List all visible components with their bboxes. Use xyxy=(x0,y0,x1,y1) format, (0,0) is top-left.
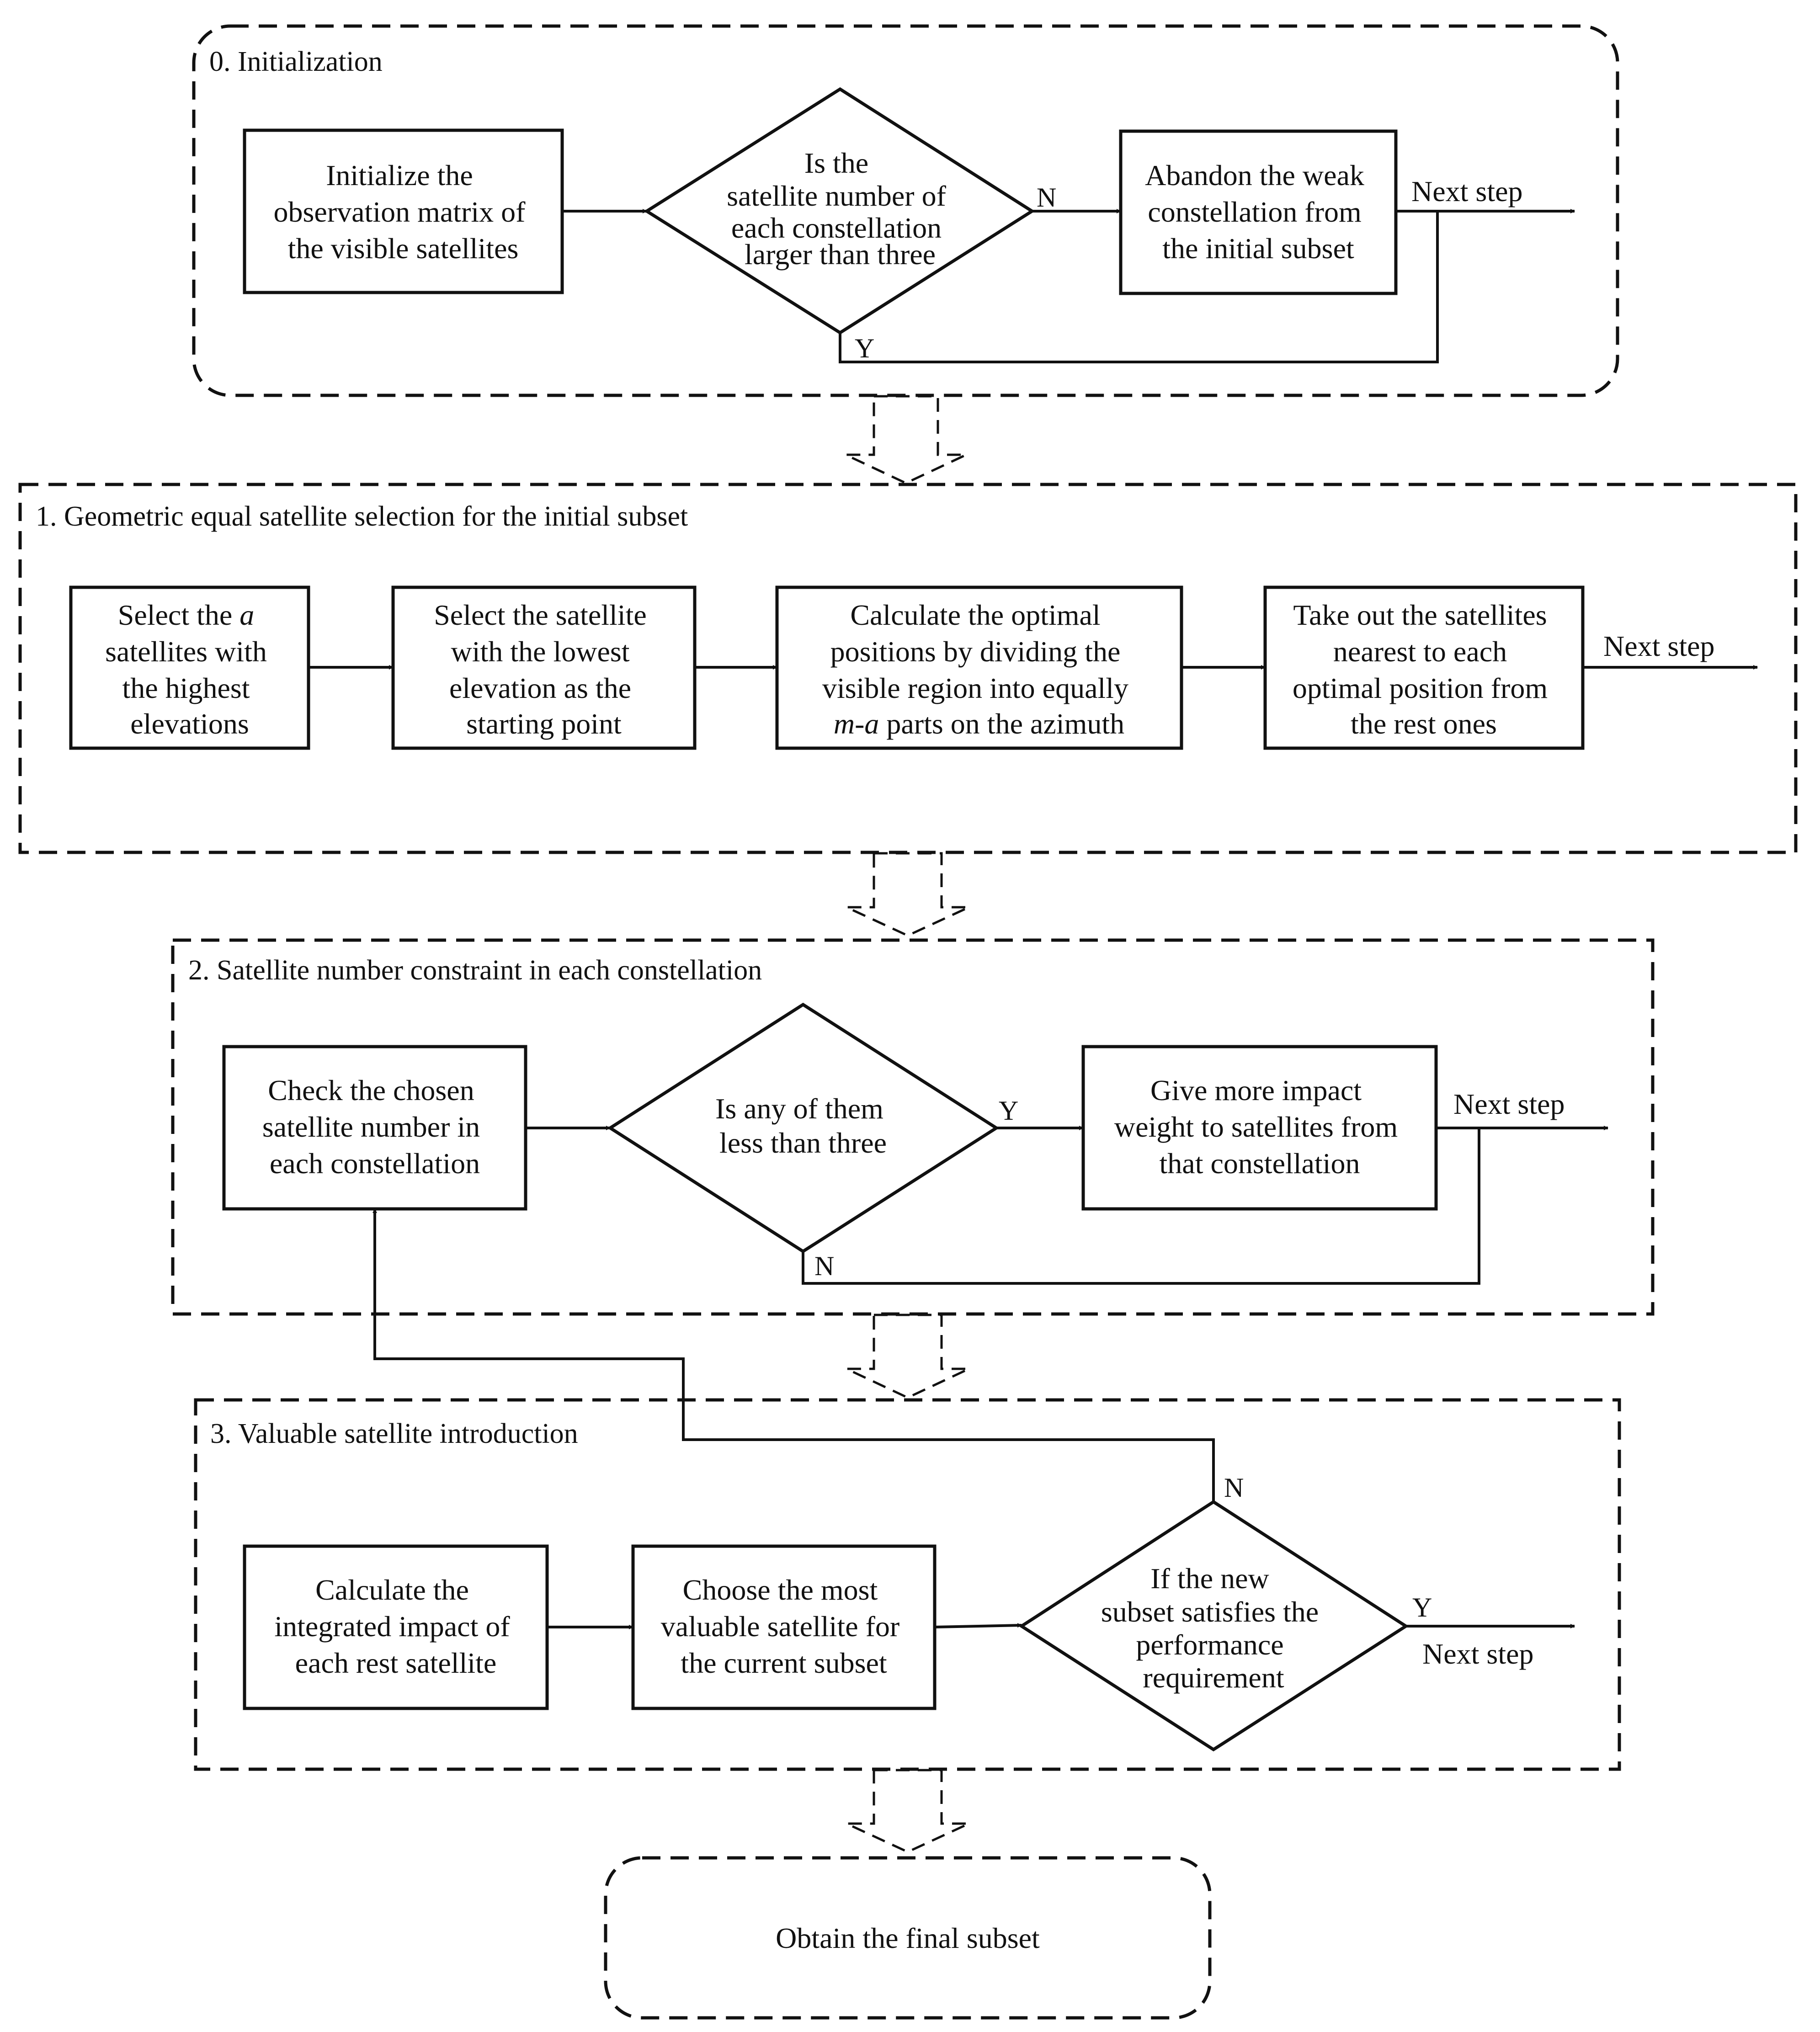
take-out-text: Take out the satellites nearest to each … xyxy=(1293,599,1555,740)
section-3-title: 3. Valuable satellite introduction xyxy=(210,1418,578,1449)
yes-label-3: Y xyxy=(1412,1592,1432,1622)
no-label-0: N xyxy=(1037,182,1056,213)
section-1-title: 1. Geometric equal satellite selection f… xyxy=(36,501,688,532)
section-0-title: 0. Initialization xyxy=(209,46,383,77)
no-bypass-line-2 xyxy=(802,1128,1480,1285)
section-1-frame xyxy=(18,483,1798,854)
check-chosen-text: Check the chosen satellite number in eac… xyxy=(262,1074,487,1180)
no-label-3: N xyxy=(1224,1473,1244,1503)
next-step-label-0: Next step xyxy=(1411,175,1523,207)
less-than-three-decision-text: Is any of them less than three xyxy=(715,1092,891,1159)
final-subset-frame xyxy=(604,1856,1212,2020)
no-feedback-loop-arrow xyxy=(373,1208,1215,1502)
section-2-title: 2. Satellite number constraint in each c… xyxy=(188,955,762,986)
select-lowest-text: Select the satellite with the lowest ele… xyxy=(434,599,654,740)
satellite-number-decision-text: Is the satellite number of each constell… xyxy=(727,147,953,271)
transition-arrow-2-3 xyxy=(846,1314,970,1399)
next-step-label-3: Next step xyxy=(1422,1638,1534,1670)
calc-integrated-text: Calculate the integrated impact of each … xyxy=(274,1574,517,1679)
performance-decision xyxy=(1018,1500,1409,1752)
transition-arrow-0-1 xyxy=(845,395,967,484)
choose-valuable-text: Choose the most valuable satellite for t… xyxy=(661,1574,907,1679)
give-weight-text: Give more impact weight to satellites fr… xyxy=(1114,1074,1405,1180)
next-step-label-1: Next step xyxy=(1603,630,1715,662)
transition-arrow-1-2 xyxy=(846,852,970,937)
arrow-valuable-to-decision xyxy=(934,1623,1022,1628)
next-step-label-2: Next step xyxy=(1453,1088,1565,1120)
yes-bypass-line-0 xyxy=(839,211,1439,363)
select-a-text: Select the a satellites with the highest… xyxy=(105,599,274,740)
init-matrix-text: Initialize the observation matrix of the… xyxy=(274,159,533,265)
yes-label-2: Y xyxy=(999,1096,1018,1126)
transition-arrow-3-final xyxy=(846,1769,970,1853)
no-label-2: N xyxy=(814,1251,834,1281)
calc-optimal-text: Calculate the optimal positions by divid… xyxy=(822,599,1136,740)
section-0-frame xyxy=(192,24,1619,397)
final-subset-text: Obtain the final subset xyxy=(776,1922,1040,1954)
section-2-frame xyxy=(171,938,1655,1316)
abandon-weak-text: Abandon the weak constellation from the … xyxy=(1145,159,1372,265)
yes-label-0: Y xyxy=(855,333,874,363)
performance-decision-text: If the new subset satisfies the performa… xyxy=(1101,1562,1326,1694)
